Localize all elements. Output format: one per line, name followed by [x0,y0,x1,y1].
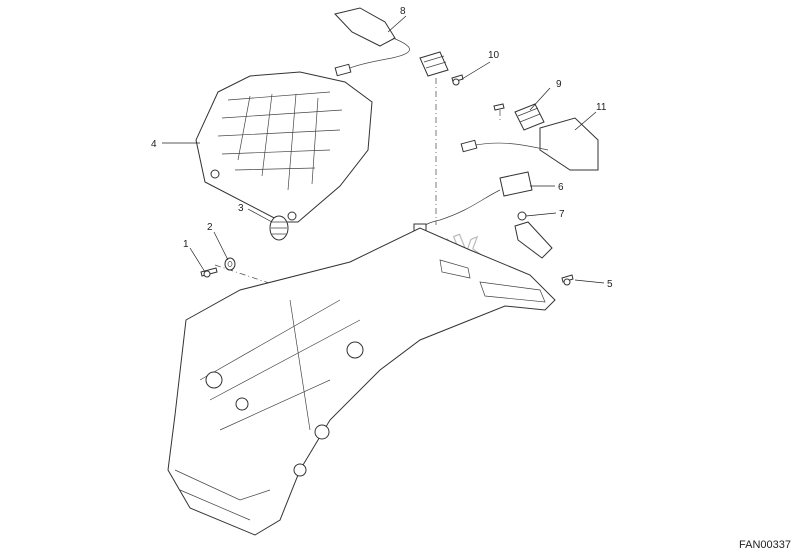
bracket-part [514,221,553,259]
callout-9: 9 [556,79,562,90]
callout-6: 6 [558,182,564,193]
leader-lines [162,15,605,284]
drawing-code: FAN00337 [739,539,791,551]
license-plate-light [413,171,533,232]
callout-5: 5 [607,279,613,290]
callout-7: 7 [559,209,565,220]
callout-1: 1 [183,239,189,250]
tail-light-housing [195,71,373,223]
rear-mudguard-body [167,227,556,536]
callout-10: 10 [488,50,500,61]
grommet-part [269,215,289,241]
callout-11: 11 [596,102,607,113]
washer-part [224,257,236,271]
screw-part-5 [561,274,574,286]
screw-part [200,267,218,278]
callout-8: 8 [400,6,406,17]
callout-2: 2 [207,222,213,233]
callout-3: 3 [238,203,244,214]
callout-4: 4 [151,139,157,150]
turn-indicator-left [334,7,449,77]
turn-indicator-right [460,103,599,171]
screw-part-10 [451,74,464,86]
